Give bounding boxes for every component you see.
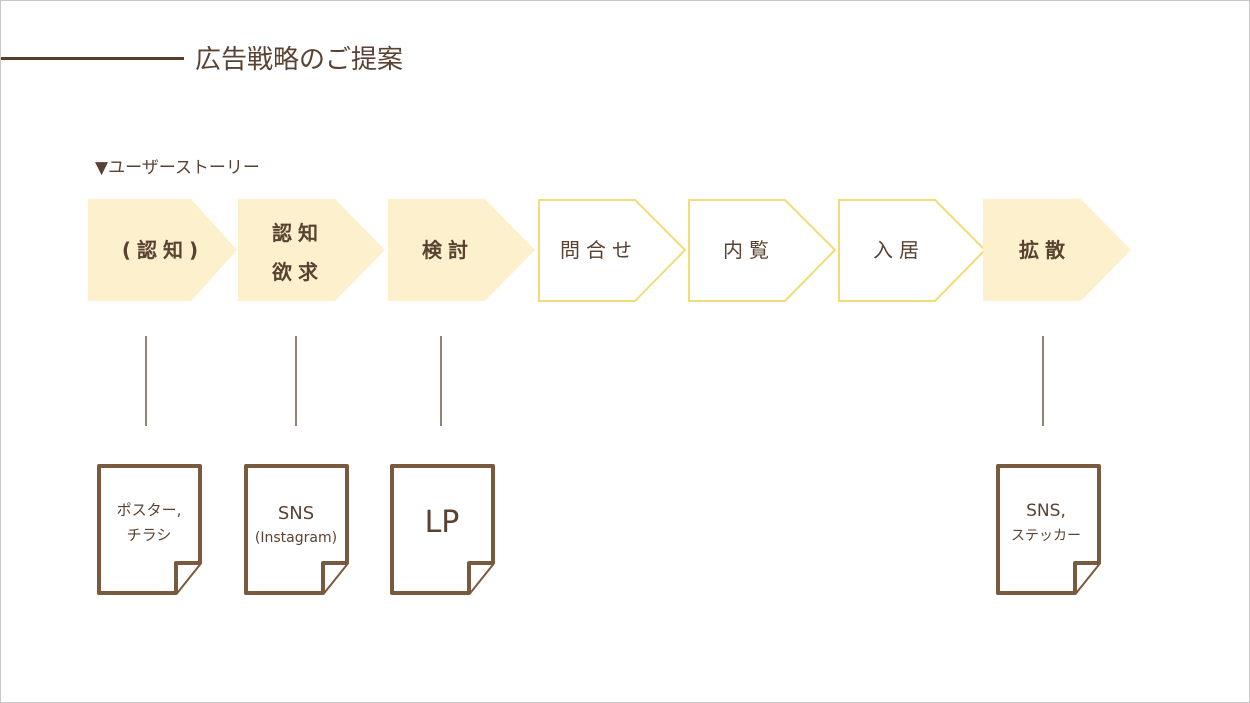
media-line: SNS — [277, 503, 315, 524]
step-label-awareness: (認知) — [121, 238, 205, 262]
step-label-consideration: 検討 — [422, 238, 474, 262]
document-icon-2 — [244, 464, 349, 595]
step-chevron-6 — [838, 199, 987, 302]
document-icon-1 — [97, 464, 202, 595]
step-label-inquiry: 問合せ — [560, 238, 638, 262]
title-accent-line — [1, 57, 184, 60]
media-label-poster: ポスター, チラシ — [97, 498, 201, 548]
step-chevron-4 — [538, 199, 687, 302]
media-line: SNS, — [1026, 501, 1066, 521]
media-line: チラシ — [126, 526, 172, 544]
media-label-lp: LP — [390, 506, 494, 540]
section-label: ▼ユーザーストーリー — [95, 158, 260, 178]
step-label-desire-1: 認知 — [272, 221, 324, 245]
step-chevron-1 — [88, 199, 237, 301]
step-label-move-in: 入居 — [873, 238, 925, 262]
step-label-desire-2: 欲求 — [272, 260, 324, 284]
page-title: 広告戦略のご提案 — [195, 45, 404, 75]
document-icon-4 — [996, 464, 1101, 595]
step-label-viewing: 内覧 — [723, 238, 775, 262]
media-line: ポスター, — [116, 501, 182, 519]
step-chevron-3 — [388, 199, 535, 301]
media-label-sns-sticker: SNS, ステッカー — [994, 499, 1098, 549]
media-line: (Instagram) — [254, 530, 338, 546]
step-chevron-7 — [983, 199, 1131, 301]
step-chevron-2 — [238, 199, 385, 301]
media-label-sns: SNS (Instagram) — [244, 501, 348, 551]
media-line: ステッカー — [1011, 528, 1081, 544]
step-chevron-5 — [688, 199, 837, 302]
step-label-spread: 拡散 — [1019, 238, 1071, 262]
media-line: LP — [424, 505, 460, 540]
document-icon-3 — [390, 464, 495, 595]
